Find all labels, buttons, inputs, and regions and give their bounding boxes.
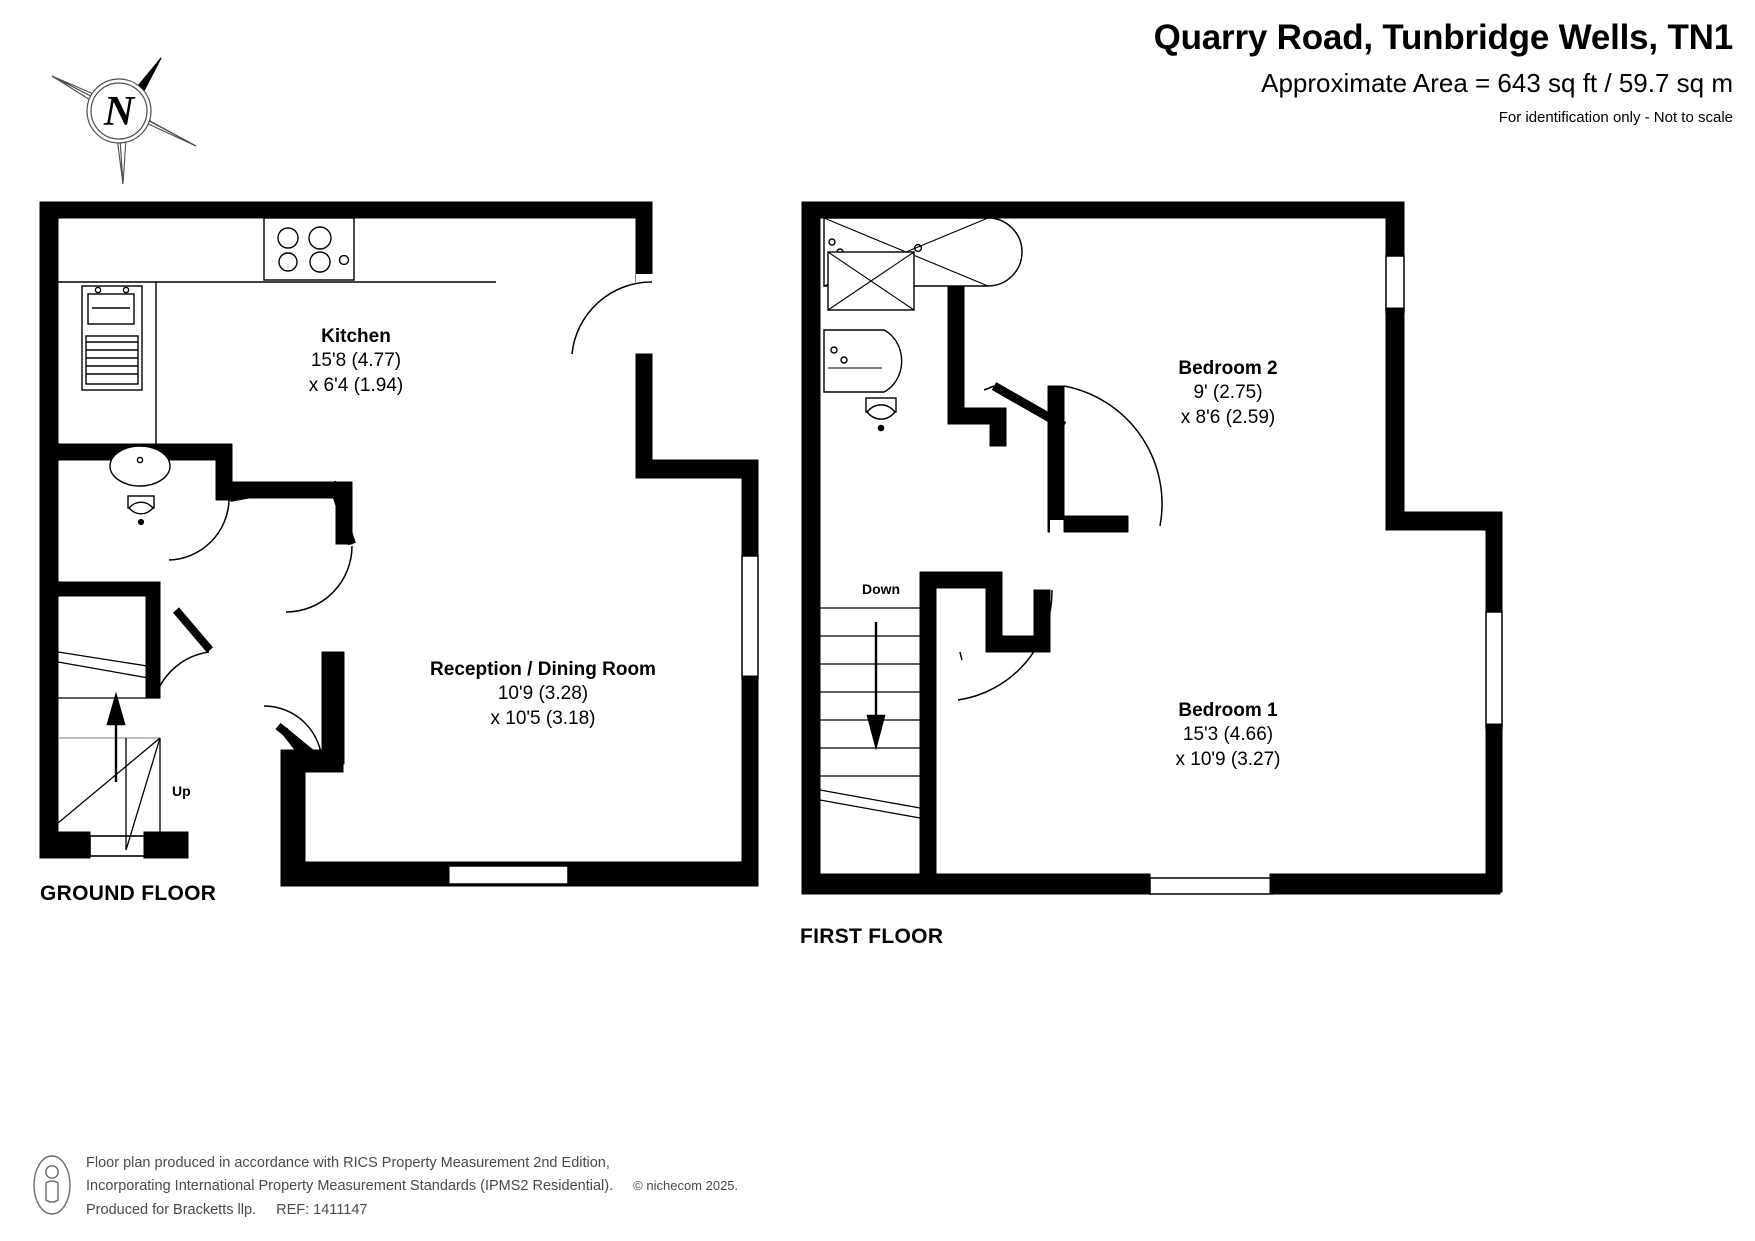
page-title: Quarry Road, Tunbridge Wells, TN1 [1153, 18, 1734, 57]
plan-footer: Floor plan produced in accordance with R… [32, 1152, 738, 1222]
room-dim-reception-secondary: x 10'5 (3.18) [490, 707, 596, 729]
room-dim-kitchen-secondary: x 6'4 (1.94) [308, 374, 404, 396]
footer-reference: REF: 1411147 [276, 1201, 368, 1218]
person-in-ellipse-icon [32, 1154, 72, 1221]
room-label-kitchen: Kitchen 15'8 (4.77) x 6'4 (1.94) [309, 325, 403, 398]
room-dim-bedroom-2-primary: 9' (2.75) [1193, 382, 1263, 404]
first-floor-label: FIRST FLOOR [800, 925, 944, 948]
footer-copyright: © nichecom 2025. [633, 1178, 739, 1194]
footer-line-2-standards: Incorporating International Property Mea… [86, 1178, 614, 1195]
stair-direction-up-label: Up [172, 783, 191, 799]
footer-produced-for: Produced for Bracketts llp. [86, 1201, 257, 1218]
room-name-bedroom-2: Bedroom 2 [1178, 358, 1278, 379]
room-label-bedroom-1: Bedroom 1 15'3 (4.66) x 10'9 (3.27) [1175, 699, 1280, 772]
room-dim-bedroom-1-primary: 15'3 (4.66) [1182, 724, 1274, 746]
room-name-bedroom-1: Bedroom 1 [1178, 700, 1278, 721]
disclaimer-text: For identification only - Not to scale [1498, 109, 1733, 127]
compass-rose-icon: N [48, 36, 198, 186]
compass-north-letter: N [103, 89, 136, 135]
room-label-reception-dining: Reception / Dining Room 10'9 (3.28) x 10… [430, 658, 656, 731]
approximate-area: Approximate Area = 643 sq ft / 59.7 sq m [1261, 68, 1733, 99]
ground-floor-plan-drawing [26, 190, 786, 925]
room-name-kitchen: Kitchen [321, 326, 391, 347]
room-dim-bedroom-2-secondary: x 8'6 (2.59) [1180, 406, 1276, 428]
first-floor-plan-drawing [788, 190, 1528, 925]
footer-line-1: Floor plan produced in accordance with R… [86, 1155, 610, 1171]
room-dim-bedroom-1-secondary: x 10'9 (3.27) [1175, 748, 1281, 770]
stair-direction-down-label: Down [862, 581, 901, 597]
room-dim-kitchen-primary: 15'8 (4.77) [310, 350, 402, 372]
room-label-bedroom-2: Bedroom 2 9' (2.75) x 8'6 (2.59) [1178, 357, 1277, 430]
room-dim-reception-primary: 10'9 (3.28) [497, 683, 589, 705]
ground-floor-label: GROUND FLOOR [40, 882, 217, 905]
room-name-reception-dining: Reception / Dining Room [430, 659, 656, 680]
plan-header: Quarry Road, Tunbridge Wells, TN1 Approx… [1153, 18, 1734, 127]
